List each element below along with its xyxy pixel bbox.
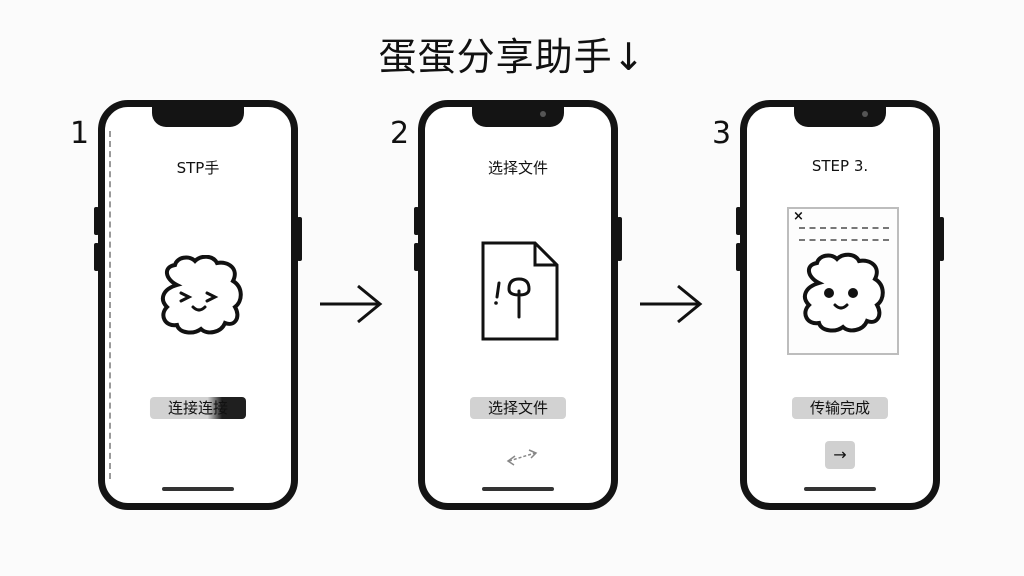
step-3-number: 3 xyxy=(712,116,732,151)
power-button xyxy=(297,217,302,261)
screen-title: STP手 xyxy=(176,159,220,177)
phone-step-2: 选择文件 选择文件 xyxy=(414,100,622,510)
camera-icon xyxy=(862,111,868,117)
volume-button xyxy=(94,207,99,235)
screen-title: 选择文件 xyxy=(487,159,548,177)
step-1-number: 1 xyxy=(70,116,90,151)
phone-step-3: STEP 3. × 传输完成 → xyxy=(736,100,944,510)
home-indicator xyxy=(162,487,234,491)
volume-button xyxy=(736,243,741,271)
blob-face-icon xyxy=(802,252,885,333)
home-indicator xyxy=(804,487,876,491)
select-file-button[interactable]: 选择文件 xyxy=(469,397,567,419)
phone-step-1: STP手 连接连接 xyxy=(94,100,302,510)
power-button xyxy=(617,217,622,261)
volume-button xyxy=(414,243,419,271)
transfer-dialog: × xyxy=(787,207,899,355)
file-upload-icon xyxy=(481,241,559,341)
swap-arrows-icon xyxy=(506,449,538,466)
phone-notch xyxy=(794,105,886,127)
diagram-title: 蛋蛋分享助手↓ xyxy=(378,35,646,79)
connect-button[interactable]: 连接连接 xyxy=(149,397,247,419)
home-indicator xyxy=(482,487,554,491)
close-icon[interactable]: × xyxy=(793,209,804,224)
volume-button xyxy=(736,207,741,235)
dashed-edge xyxy=(109,131,111,479)
arrow-right-icon: → xyxy=(833,445,847,464)
dialog-line xyxy=(799,227,889,229)
screen-title: STEP 3. xyxy=(811,157,869,175)
transfer-complete-button[interactable]: 传输完成 xyxy=(791,397,889,419)
phone-notch xyxy=(152,105,244,127)
power-button xyxy=(939,217,944,261)
step-2-number: 2 xyxy=(390,116,410,151)
happy-blob-icon xyxy=(160,255,243,335)
phone-notch xyxy=(472,105,564,127)
dialog-line xyxy=(799,239,889,241)
volume-button xyxy=(414,207,419,235)
flow-arrow-icon xyxy=(640,284,703,324)
camera-icon xyxy=(540,111,546,117)
flow-arrow-icon xyxy=(320,284,383,324)
next-button[interactable]: → xyxy=(825,441,855,469)
volume-button xyxy=(94,243,99,271)
